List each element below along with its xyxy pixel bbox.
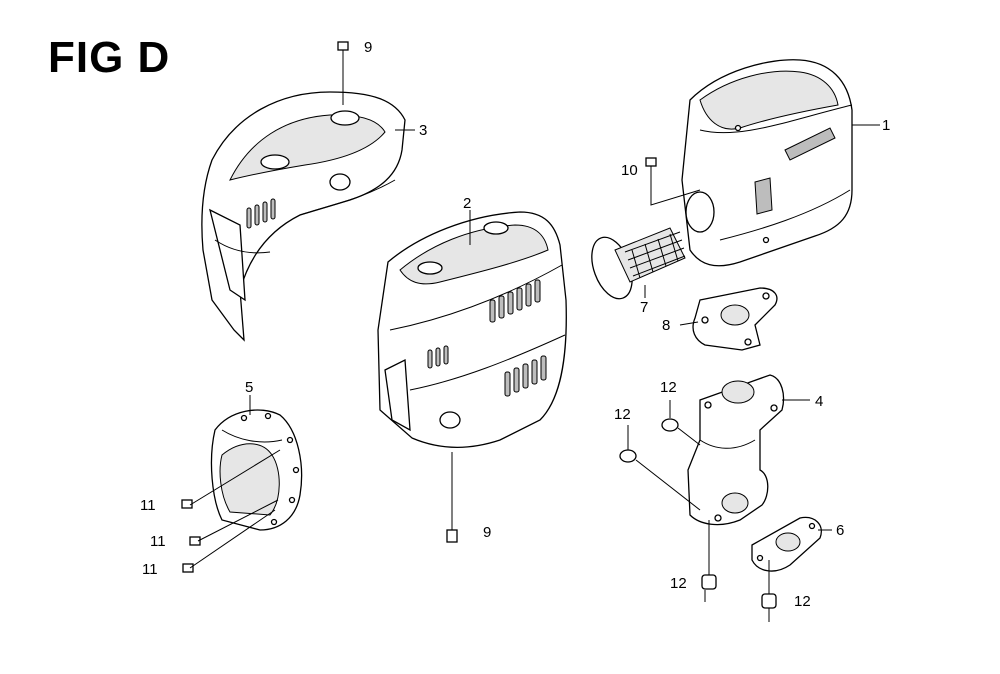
callout-1: 1: [882, 117, 890, 134]
callout-12-c: 12: [670, 575, 687, 592]
callout-12-a: 12: [660, 379, 677, 396]
callout-6: 6: [836, 522, 844, 539]
bolt-10: [645, 157, 657, 178]
callout-12-d: 12: [794, 593, 811, 610]
exhaust-gasket-plate: [692, 287, 778, 351]
protector-side-slots: [427, 345, 449, 369]
callout-9-lower: 9: [483, 524, 491, 541]
bolt-9-upper: [337, 41, 349, 68]
callout-10: 10: [621, 162, 638, 179]
bolt-11-c: [182, 563, 194, 573]
callout-11-c: 11: [142, 561, 158, 578]
callout-5: 5: [245, 379, 253, 396]
nut-12-c: [701, 574, 717, 590]
bolt-11-a: [181, 499, 193, 509]
bolt-11-b: [189, 536, 201, 546]
spark-arrester: [591, 227, 686, 300]
protector-vent-slots-lower: [504, 355, 547, 397]
exhaust-gasket: [751, 516, 822, 572]
protector-vent-slots: [246, 198, 276, 229]
callout-3: 3: [419, 122, 427, 139]
leader-lines: [189, 68, 880, 622]
figure-title: FIG D: [48, 33, 171, 82]
nut-12-b: [619, 449, 637, 463]
callout-2: 2: [463, 195, 471, 212]
callout-4: 4: [815, 393, 823, 410]
callout-12-b: 12: [614, 406, 631, 423]
bolt-9-lower: [446, 520, 458, 543]
spark-arrester-mesh: [624, 231, 686, 279]
callout-11-a: 11: [140, 497, 156, 514]
nut-12-d: [761, 593, 777, 609]
callout-9-upper: 9: [364, 39, 372, 56]
exhaust-pipe: [687, 374, 785, 526]
muffler-protector: [377, 211, 567, 448]
nut-12-a: [661, 418, 679, 432]
muffler-protector-upper: [201, 91, 406, 342]
callout-7: 7: [640, 299, 648, 316]
callout-11-b: 11: [150, 533, 166, 550]
callout-8: 8: [662, 317, 670, 334]
muffler: [681, 59, 853, 267]
protector-vent-slots-upper: [489, 279, 541, 323]
exhaust-deflector: [210, 409, 303, 531]
